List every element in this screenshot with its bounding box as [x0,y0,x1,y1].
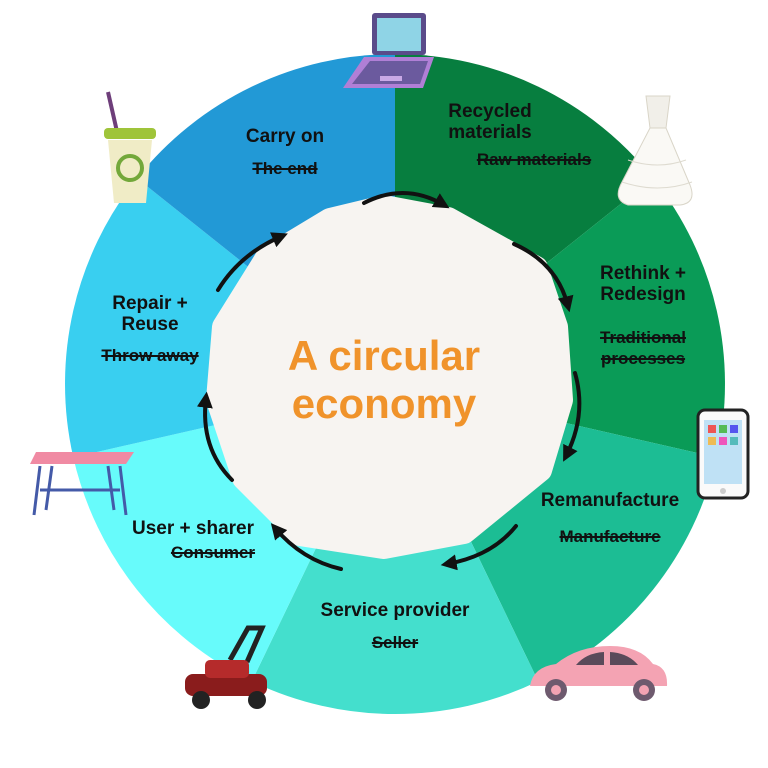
arrow-carry-to-recycled [362,191,450,209]
arrow-user-to-repair [196,391,234,482]
table-icon [30,452,134,516]
stage-user-label: User + sharer Consumer [132,518,256,563]
wedding-dress-icon [617,95,693,206]
stage-remanufacture-label: Remanufacture Manufacture [540,490,680,547]
arrow-rethink-to-remanufacture [563,371,582,462]
stage-carry-label: Carry on The end [245,126,325,179]
arrow-service-to-user [270,523,343,571]
cycle-arrows [196,191,582,571]
stage-recycled-label: Recycled materials Raw materials [448,101,592,169]
stage-rethink-label: Rethink + Redesign Traditional processes [599,263,687,368]
lawn-mower-icon [185,625,267,709]
center-shape [206,195,573,559]
smartphone-icon [696,408,750,500]
stage-service-label: Service provider Seller [320,600,470,653]
arrow-repair-to-carry [216,232,288,292]
arrow-remanufacture-to-service [440,524,518,571]
arrow-recycled-to-rethink [512,242,574,313]
stage-repair-label: Repair + Reuse Throw away [101,293,199,365]
car-icon [530,646,668,701]
laptop-icon [343,13,434,88]
diagram-title: A circular economy [287,332,481,428]
recycle-cup-icon [104,91,156,203]
